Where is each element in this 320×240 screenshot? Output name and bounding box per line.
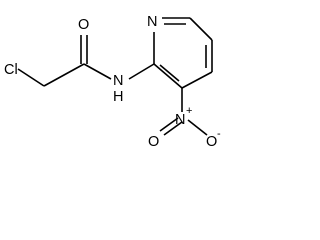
nitro-minus-charge-label: -: [217, 128, 221, 140]
ring-bond-c3-c2: [153, 63, 183, 89]
amide-nitrogen-label: N: [113, 73, 123, 89]
nitro-oxygen-top-label: O: [148, 134, 159, 150]
nitro-plus-charge-label: +: [186, 105, 192, 117]
bond-nitro-oxygen-bottom: [187, 119, 208, 136]
bond-nh-ring: [128, 63, 155, 80]
carbonyl-oxygen-label: O: [78, 17, 89, 33]
ring-inner-bond-c3-c2: [159, 64, 180, 82]
structural-formula: Cl O N H N N + O O -: [4, 14, 221, 150]
bond-ch2-carbonyl: [43, 63, 85, 87]
bond-cl-ch2: [17, 68, 45, 87]
bond-carbonyl-nh: [83, 63, 112, 80]
pyridine-nitrogen-label: N: [147, 14, 157, 30]
bond-nitro-oxygen-top-a: [159, 117, 179, 132]
bond-nitro-oxygen-top-b: [163, 121, 183, 136]
amide-hydrogen-label: H: [113, 89, 123, 105]
nitro-nitrogen-label: N: [175, 112, 185, 128]
bonds: [17, 17, 213, 136]
atom-labels: Cl O N H N N + O O -: [4, 14, 221, 150]
nitro-oxygen-bottom-label: O: [206, 134, 217, 150]
chlorine-atom-label: Cl: [4, 62, 18, 78]
ring-bond-c6-c5: [189, 17, 213, 41]
ring-bond-c4-c3: [181, 71, 213, 89]
